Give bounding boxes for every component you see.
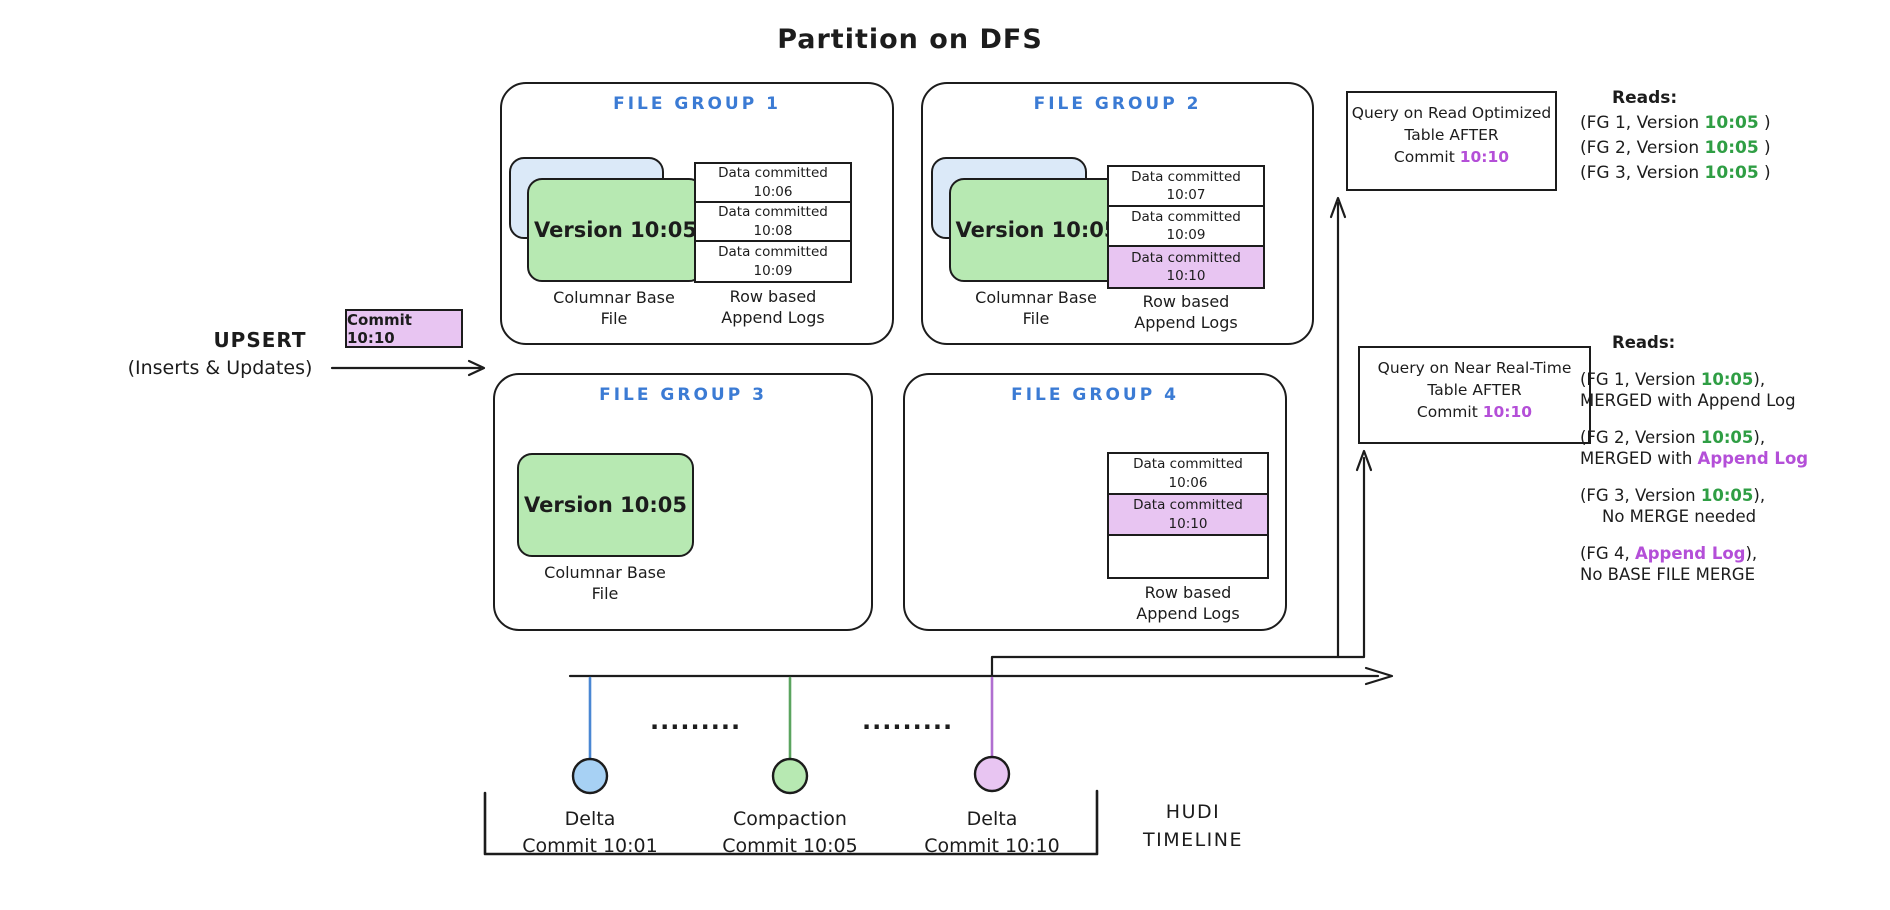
base-file-caption: Columnar Base File <box>544 563 666 603</box>
upsert-sublabel: (Inserts & Updates) <box>127 357 313 379</box>
timeline-ellipsis: ········· <box>650 713 742 741</box>
delta-commit-1010-marker <box>973 755 1011 793</box>
file-group-1-title: FILE GROUP 1 <box>613 94 781 114</box>
timeline-axis-arrow-head <box>1364 666 1394 686</box>
file-group-1-box: FILE GROUP 1 Version 10:05 Columnar Base… <box>500 82 894 345</box>
compaction-commit-1005-label: Compaction Commit 10:05 <box>722 808 858 857</box>
append-log-caption: Row based Append Logs <box>721 287 825 327</box>
file-group-3-title: FILE GROUP 3 <box>599 385 767 405</box>
reads-heading: Reads: <box>1612 333 1676 352</box>
log-row: Data committed 10:09 <box>718 244 828 279</box>
log-row: Data committed 10:09 <box>1109 207 1263 247</box>
reads-line: (FG 1, Version 10:05 ) <box>1580 113 1771 133</box>
base-file-caption: Columnar Base File <box>975 288 1097 328</box>
delta-commit-1001-marker <box>571 757 609 795</box>
log-row: Data committed 10:06 <box>1109 454 1267 495</box>
log-row-highlighted: Data committed 10:10 <box>1109 495 1267 536</box>
delta-commit-1001-label: Delta Commit 10:01 <box>522 808 658 857</box>
timeline-ellipsis: ········· <box>862 713 954 741</box>
commit-time-accent: 10:10 <box>1482 403 1533 421</box>
base-file-card: Version 10:05 <box>517 453 694 557</box>
reads-line: (FG 3, Version 10:05 ) <box>1580 163 1771 183</box>
append-log-caption: Row based Append Logs <box>1134 292 1238 332</box>
query-read-optimized-box: Query on Read Optimized Table AFTER Comm… <box>1346 91 1557 191</box>
query-near-real-time-box: Query on Near Real-Time Table AFTER Comm… <box>1358 346 1591 444</box>
base-file-card: Version 10:05 <box>949 178 1125 282</box>
reads-item: (FG 3, Version 10:05), No MERGE needed <box>1580 486 1766 526</box>
base-file-caption: Columnar Base File <box>553 288 675 328</box>
append-log-table: Data committed 10:07 Data committed 10:0… <box>1107 165 1265 289</box>
commit-1010-chip: Commit 10:10 <box>345 309 463 348</box>
delta-commit-1010-label: Delta Commit 10:10 <box>924 808 1060 857</box>
reads-heading: Reads: <box>1612 88 1678 108</box>
append-log-caption: Row based Append Logs <box>1136 583 1240 623</box>
upsert-label: UPSERT <box>213 328 307 352</box>
log-row: Data committed 10:06 <box>696 164 850 203</box>
reads-line: (FG 2, Version 10:05 ) <box>1580 138 1771 158</box>
base-file-version: Version 10:05 <box>524 493 687 517</box>
compaction-commit-1005-marker <box>771 757 809 795</box>
log-row-empty <box>1109 536 1267 577</box>
base-file-version: Version 10:05 <box>955 218 1119 242</box>
base-file-version: Version 10:05 <box>534 218 697 242</box>
reads-item: (FG 2, Version 10:05), MERGED with Appen… <box>1580 428 1809 468</box>
upsert-arrow-head <box>467 359 486 377</box>
file-group-2-box: FILE GROUP 2 Version 10:05 Columnar Base… <box>921 82 1314 345</box>
log-row-highlighted: Data committed 10:10 <box>1109 247 1263 287</box>
log-row: Data committed 10:07 <box>1109 167 1263 207</box>
reads-near-real-time: Reads: (FG 1, Version 10:05), MERGED wit… <box>1580 332 1890 585</box>
base-file-card: Version 10:05 <box>527 178 704 282</box>
reads-item: (FG 1, Version 10:05), MERGED with Appen… <box>1580 370 1796 410</box>
commit-time-accent: 10:10 <box>1459 148 1510 166</box>
diagram-title: Partition on DFS <box>777 24 1043 55</box>
reads-item: (FG 4, Append Log), No BASE FILE MERGE <box>1580 544 1758 584</box>
file-group-2-title: FILE GROUP 2 <box>1033 94 1202 114</box>
reads-read-optimized: Reads: (FG 1, Version 10:05 ) (FG 2, Ver… <box>1580 86 1890 186</box>
append-log-table: Data committed 10:06 Data committed 10:1… <box>1107 452 1269 579</box>
near-real-time-arrow-head <box>1355 449 1373 472</box>
hudi-timeline-label: HUDI TIMELINE <box>1142 801 1243 851</box>
file-group-4-box: FILE GROUP 4 Data committed 10:06 Data c… <box>903 373 1287 631</box>
log-row: Data committed 10:08 <box>696 203 850 242</box>
file-group-3-box: FILE GROUP 3 Version 10:05 Columnar Base… <box>493 373 873 631</box>
file-group-4-title: FILE GROUP 4 <box>1011 385 1179 405</box>
read-optimized-arrow-head <box>1329 196 1347 219</box>
append-log-table: Data committed 10:06 Data committed 10:0… <box>694 162 852 283</box>
